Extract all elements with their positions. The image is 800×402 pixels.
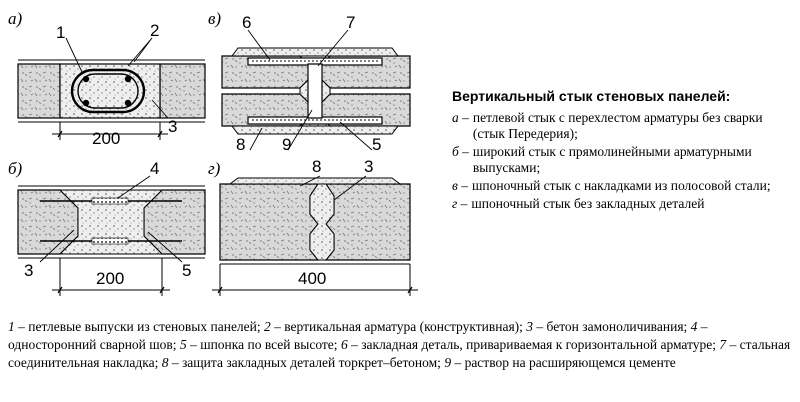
callout-b-3: 3 [24, 261, 34, 280]
figure-caption: 1 – петлевые выпуски из стеновых панелей… [8, 318, 792, 372]
caption-num-9: 9 [444, 355, 452, 370]
caption-text-8: – защита закладных деталей торкрет–бетон… [168, 355, 445, 370]
caption-num-8: 8 [161, 355, 169, 370]
subfig-label-g: г) [208, 159, 221, 178]
callout-v-8: 8 [236, 135, 246, 154]
subfig-label-a: а) [8, 9, 23, 28]
caption-num-3: 3 [526, 319, 534, 334]
caption-text-6: – закладная деталь, привариваемая к гори… [347, 337, 720, 352]
joint-v-drawing [221, 29, 411, 151]
legend-text: шпоночный стык без закладных деталей [471, 196, 705, 211]
callout-v-6: 6 [242, 13, 252, 32]
caption-num-2: 2 [264, 319, 271, 334]
legend-text: широкий стык с прямолинейными арматурным… [472, 144, 752, 175]
caption-num-1: 1 [8, 319, 15, 334]
legend: Вертикальный стык стеновых панелей: а – … [452, 88, 797, 214]
legend-text: петлевой стык с перехлестом арматуры без… [472, 110, 763, 141]
dimension-b: 200 [96, 269, 125, 288]
legend-key: а – [452, 110, 469, 125]
caption-num-7: 7 [719, 337, 727, 352]
caption-text-4: – односторонний сварной шов; [8, 319, 708, 352]
callout-g-3: 3 [364, 157, 374, 176]
caption-text-1: – петлевые выпуски из стеновых панелей; [14, 319, 265, 334]
callout-v-7: 7 [346, 13, 356, 32]
caption-text-5: – шпонка по всей высоте; [186, 337, 341, 352]
subfig-label-v: в) [208, 9, 222, 28]
subfig-label-b: б) [8, 159, 23, 178]
caption-num-4: 4 [690, 319, 698, 334]
callout-v-9: 9 [282, 135, 292, 154]
legend-key: г – [452, 196, 468, 211]
callout-b-5: 5 [182, 261, 192, 280]
caption-text-7: – стальная соединительная накладка; [8, 337, 791, 370]
joint-a-drawing [17, 37, 206, 140]
caption-text-3: – бетон замоноличивания; [533, 319, 691, 334]
legend-item-g: г – шпоночный стык без закладных деталей [452, 196, 797, 212]
callout-v-5: 5 [372, 135, 382, 154]
callout-a-1: 1 [56, 23, 66, 42]
callout-g-8: 8 [312, 157, 322, 176]
legend-item-a: а – петлевой стык с перехлестом арматуры… [452, 110, 797, 142]
dimension-a: 200 [92, 129, 121, 148]
caption-num-6: 6 [340, 337, 348, 352]
legend-item-v: в – шпоночный стык с накладками из полос… [452, 178, 797, 194]
legend-title: Вертикальный стык стеновых панелей: [452, 88, 731, 104]
legend-item-b: б – широкий стык с прямолинейными армату… [452, 144, 797, 176]
callout-a-3: 3 [168, 117, 178, 136]
dimension-g: 400 [298, 269, 327, 288]
legend-text: шпоночный стык с накладками из полосовой… [472, 178, 771, 193]
callout-a-2: 2 [150, 21, 160, 40]
caption-num-5: 5 [179, 337, 187, 352]
caption-text-9: – раствор на расширяющемся цементе [451, 355, 676, 370]
joint-g-drawing [212, 175, 418, 296]
legend-key: б – [452, 144, 469, 159]
caption-text-2: – вертикальная арматура (конструктивная)… [270, 319, 527, 334]
legend-key: в – [452, 178, 468, 193]
joint-b-drawing [17, 175, 206, 296]
callout-b-4: 4 [150, 159, 160, 178]
